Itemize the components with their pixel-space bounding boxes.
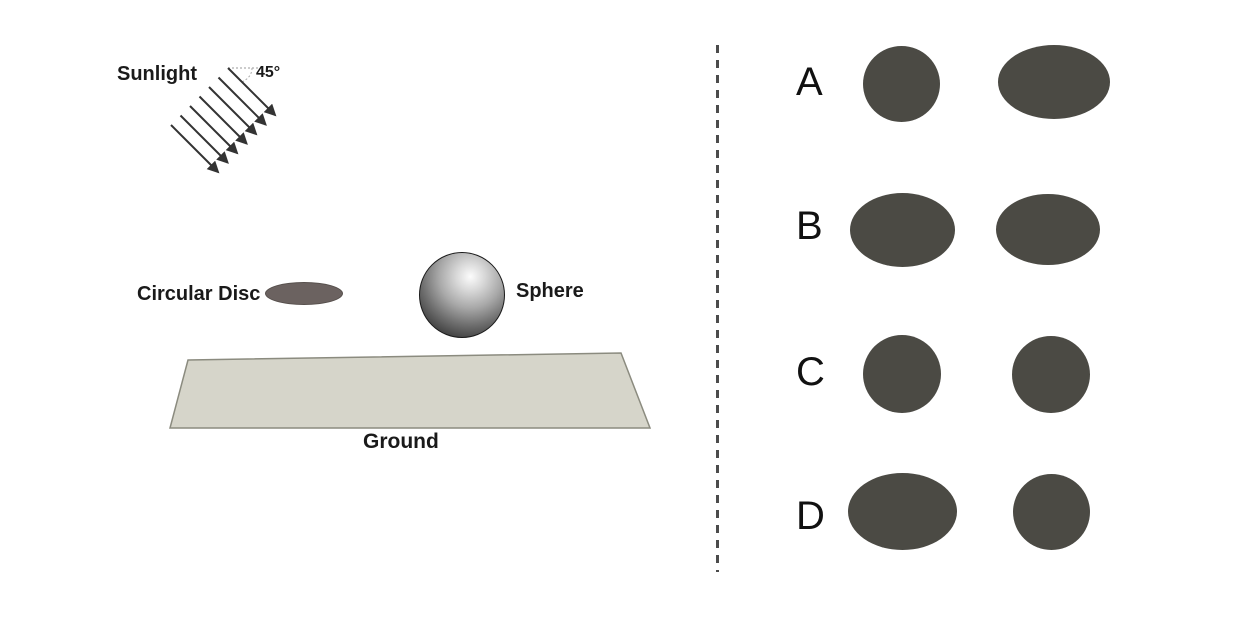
sun-ray [217,76,267,126]
sun-ray [198,95,248,145]
sunlight-label: Sunlight [117,63,197,85]
circular-disc-label: Circular Disc [137,283,261,305]
option-b-label: B [796,204,823,248]
option-d-shadow-circle [1013,474,1090,550]
sun-ray [227,67,277,117]
option-b-shadow-ellipse-2 [996,194,1100,265]
option-d-shadow-ellipse [848,473,957,550]
ground-label: Ground [363,430,439,453]
sphere-shape [419,252,505,338]
sun-ray [208,86,258,136]
option-c-label: C [796,350,825,394]
ground-shape [169,352,652,429]
sun-ray-group [170,67,277,174]
dashed-divider [716,45,719,572]
angle-label: 45° [256,64,281,81]
sun-rays-icon [170,67,277,174]
circular-disc-shape [265,282,343,305]
sun-ray [179,114,229,164]
sphere-label: Sphere [516,280,584,302]
option-a-shadow-ellipse [998,45,1110,119]
sun-ray [170,124,220,174]
option-a-label: A [796,60,823,104]
sun-ray [189,105,239,155]
option-d-label: D [796,494,825,538]
ground-polygon [169,352,652,429]
option-c-shadow-circle-1 [863,335,941,413]
option-c-shadow-circle-2 [1012,336,1090,413]
option-b-shadow-ellipse-1 [850,193,955,267]
option-a-shadow-circle [863,46,940,122]
angle-arc [241,67,253,83]
